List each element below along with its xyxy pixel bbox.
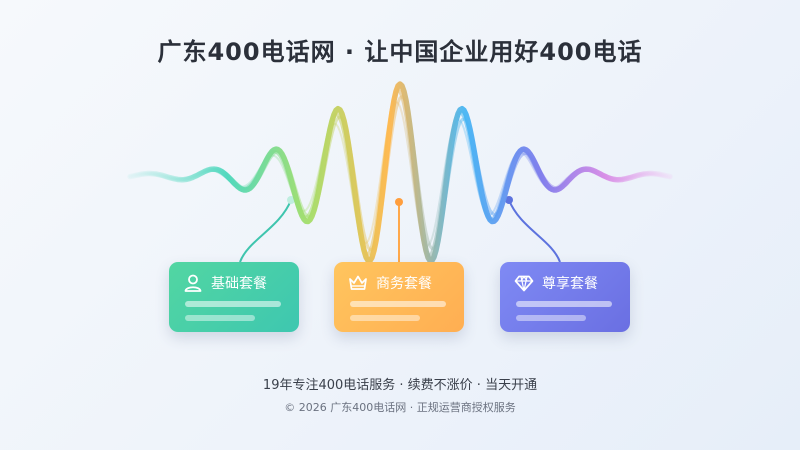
plan-card-basic[interactable]: 基础套餐	[169, 262, 299, 332]
sound-wave-strand	[129, 101, 671, 247]
card-placeholder-line	[350, 315, 420, 321]
connector-line-basic	[239, 199, 292, 263]
connector-dot-basic	[287, 196, 295, 204]
connector-dot-premium	[505, 196, 513, 204]
connector-lines	[239, 196, 561, 263]
connector-line-premium	[508, 199, 561, 263]
card-placeholder-line	[516, 315, 586, 321]
service-tagline: 19年专注400电话服务 · 续费不涨价 · 当天开通	[262, 378, 538, 393]
card-placeholder-line	[350, 301, 446, 307]
plan-card-business[interactable]: 商务套餐	[334, 262, 464, 332]
card-placeholder-line	[185, 315, 255, 321]
sound-wave-strand	[128, 95, 672, 252]
crown-icon	[349, 275, 367, 290]
plan-card-title: 商务套餐	[376, 276, 432, 292]
card-placeholder-line	[516, 301, 612, 307]
connector-dot-business	[395, 198, 403, 206]
diamond-icon	[514, 275, 534, 292]
page-headline: 广东400电话网 · 让中国企业用好400电话	[157, 38, 643, 66]
copyright-text: © 2026 广东400电话网 · 正规运营商授权服务	[284, 401, 516, 414]
user-icon	[184, 274, 202, 292]
card-placeholder-line	[185, 301, 281, 307]
plan-card-premium[interactable]: 尊享套餐	[500, 262, 630, 332]
plan-card-title: 尊享套餐	[542, 276, 598, 292]
plan-card-title: 基础套餐	[211, 276, 267, 292]
